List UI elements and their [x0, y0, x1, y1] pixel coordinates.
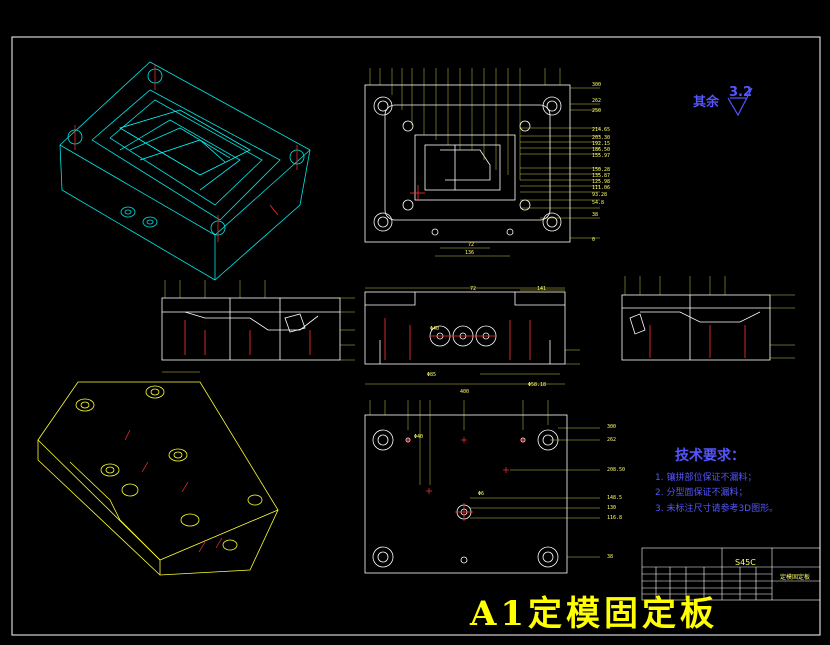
isometric-view-top	[59, 61, 311, 281]
dim-label: 111.06	[592, 185, 610, 191]
dim-label: 208.50	[607, 467, 625, 473]
isometric-view-bottom	[37, 381, 279, 576]
tech-requirement-item: 1. 镶拼部位保证不漏料；	[655, 471, 756, 483]
dim-label: 136	[465, 250, 474, 256]
dim-label: 116.8	[607, 515, 622, 521]
side-section-left	[161, 297, 341, 361]
dim-label: 300	[592, 82, 601, 88]
dim-label: Φ40	[414, 434, 423, 440]
dim-label: 192.15	[592, 141, 610, 147]
dim-label: 38	[592, 212, 598, 218]
dim-label: 203.30	[592, 135, 610, 141]
dim-label: 214.65	[592, 127, 610, 133]
dim-label: 262	[607, 437, 616, 443]
side-section-right-dims	[624, 276, 795, 359]
dim-label: Φ58.18	[528, 382, 546, 388]
top-plan-view	[364, 84, 571, 243]
bottom-plan-dim-text: 300 262 208.50 148.5 130 116.8 38 Φ40 Φ6	[414, 424, 625, 560]
front-section-middle-dims	[365, 287, 580, 385]
dim-label: Φ6	[478, 491, 484, 497]
front-section-middle	[364, 291, 566, 365]
front-section-middle-text: 72 141 Φ40 Φ85 Φ58.18 400	[427, 286, 546, 395]
dim-label: 150.28	[592, 167, 610, 173]
dim-label: 130	[607, 505, 616, 511]
side-section-right	[621, 294, 771, 361]
dim-label: 72	[470, 286, 476, 292]
drawing-frame	[11, 36, 821, 636]
dim-label: 155.97	[592, 153, 610, 159]
dim-label: 135.87	[592, 173, 610, 179]
roughness-value: 3.2	[729, 85, 752, 100]
bottom-plan-marks	[405, 437, 526, 521]
dim-label: 186.50	[592, 147, 610, 153]
top-plan-dimension-text: 300 262 250 214.65 203.30 192.15 186.50 …	[465, 82, 610, 256]
dim-label: 72	[468, 242, 474, 248]
tech-requirement-item: 3. 未标注尺寸请参考3D图形。	[655, 502, 778, 514]
roughness-symbol: 其余 3.2	[693, 85, 753, 117]
dim-label: 38	[607, 554, 613, 560]
isometric-view-top-axes	[74, 64, 298, 242]
dim-label: 300	[607, 424, 616, 430]
tech-requirements: 技术要求： 1. 镶拼部位保证不漏料； 2. 分型面保证不漏料； 3. 未标注尺…	[655, 447, 778, 514]
bottom-plan-view	[364, 414, 568, 574]
dim-label: 400	[460, 389, 469, 395]
isometric-view-bottom-axes	[124, 429, 223, 553]
side-section-left-dims	[162, 280, 355, 373]
dim-label: 93.28	[592, 192, 607, 198]
roughness-prefix: 其余	[693, 94, 720, 110]
dim-label: 250	[592, 108, 601, 114]
dim-label: 54.8	[592, 200, 604, 206]
dim-label: 0	[592, 237, 595, 243]
dim-label: 148.5	[607, 495, 622, 501]
tech-requirements-title: 技术要求：	[675, 447, 745, 464]
part-name-label: 定模固定板	[780, 573, 810, 581]
material-label: S45C	[735, 558, 756, 567]
tech-requirement-item: 2. 分型面保证不漏料；	[655, 486, 747, 498]
bottom-plan-dims	[369, 400, 600, 558]
dim-label: 125.98	[592, 179, 610, 185]
top-plan-dimension-lines	[369, 68, 600, 257]
dim-label: Φ85	[427, 372, 436, 378]
dim-label: Φ40	[430, 326, 439, 332]
title-block	[641, 547, 821, 601]
drawing-big-title: A1定模固定板	[469, 594, 718, 634]
dim-label: 141	[537, 286, 546, 292]
dim-label: 262	[592, 98, 601, 104]
